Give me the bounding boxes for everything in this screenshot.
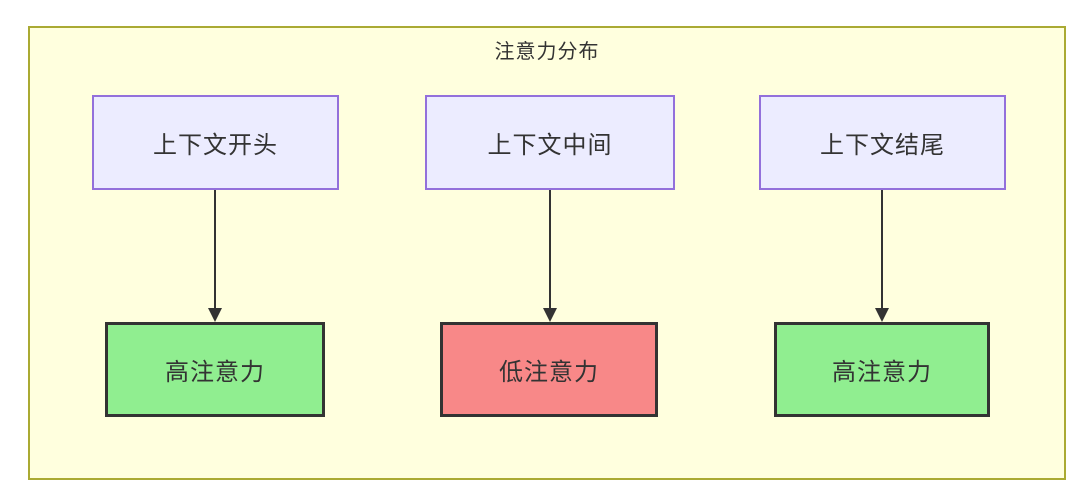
arrow-down-icon xyxy=(543,308,557,322)
attention-distribution-container: 注意力分布 上下文开头 高注意力 上下文中间 低注意力 上下文结尾 高注意力 xyxy=(28,26,1066,480)
arrow-line xyxy=(214,190,216,309)
arrow-down-icon xyxy=(208,308,222,322)
node-low-attention-middle: 低注意力 xyxy=(440,322,658,417)
arrow-line xyxy=(549,190,551,309)
node-context-middle: 上下文中间 xyxy=(425,95,675,190)
node-context-beginning: 上下文开头 xyxy=(92,95,339,190)
arrow-line xyxy=(881,190,883,309)
node-high-attention-right: 高注意力 xyxy=(774,322,990,417)
node-context-end: 上下文结尾 xyxy=(759,95,1006,190)
diagram-title: 注意力分布 xyxy=(494,41,600,63)
node-high-attention-left: 高注意力 xyxy=(105,322,325,417)
arrow-down-icon xyxy=(875,308,889,322)
